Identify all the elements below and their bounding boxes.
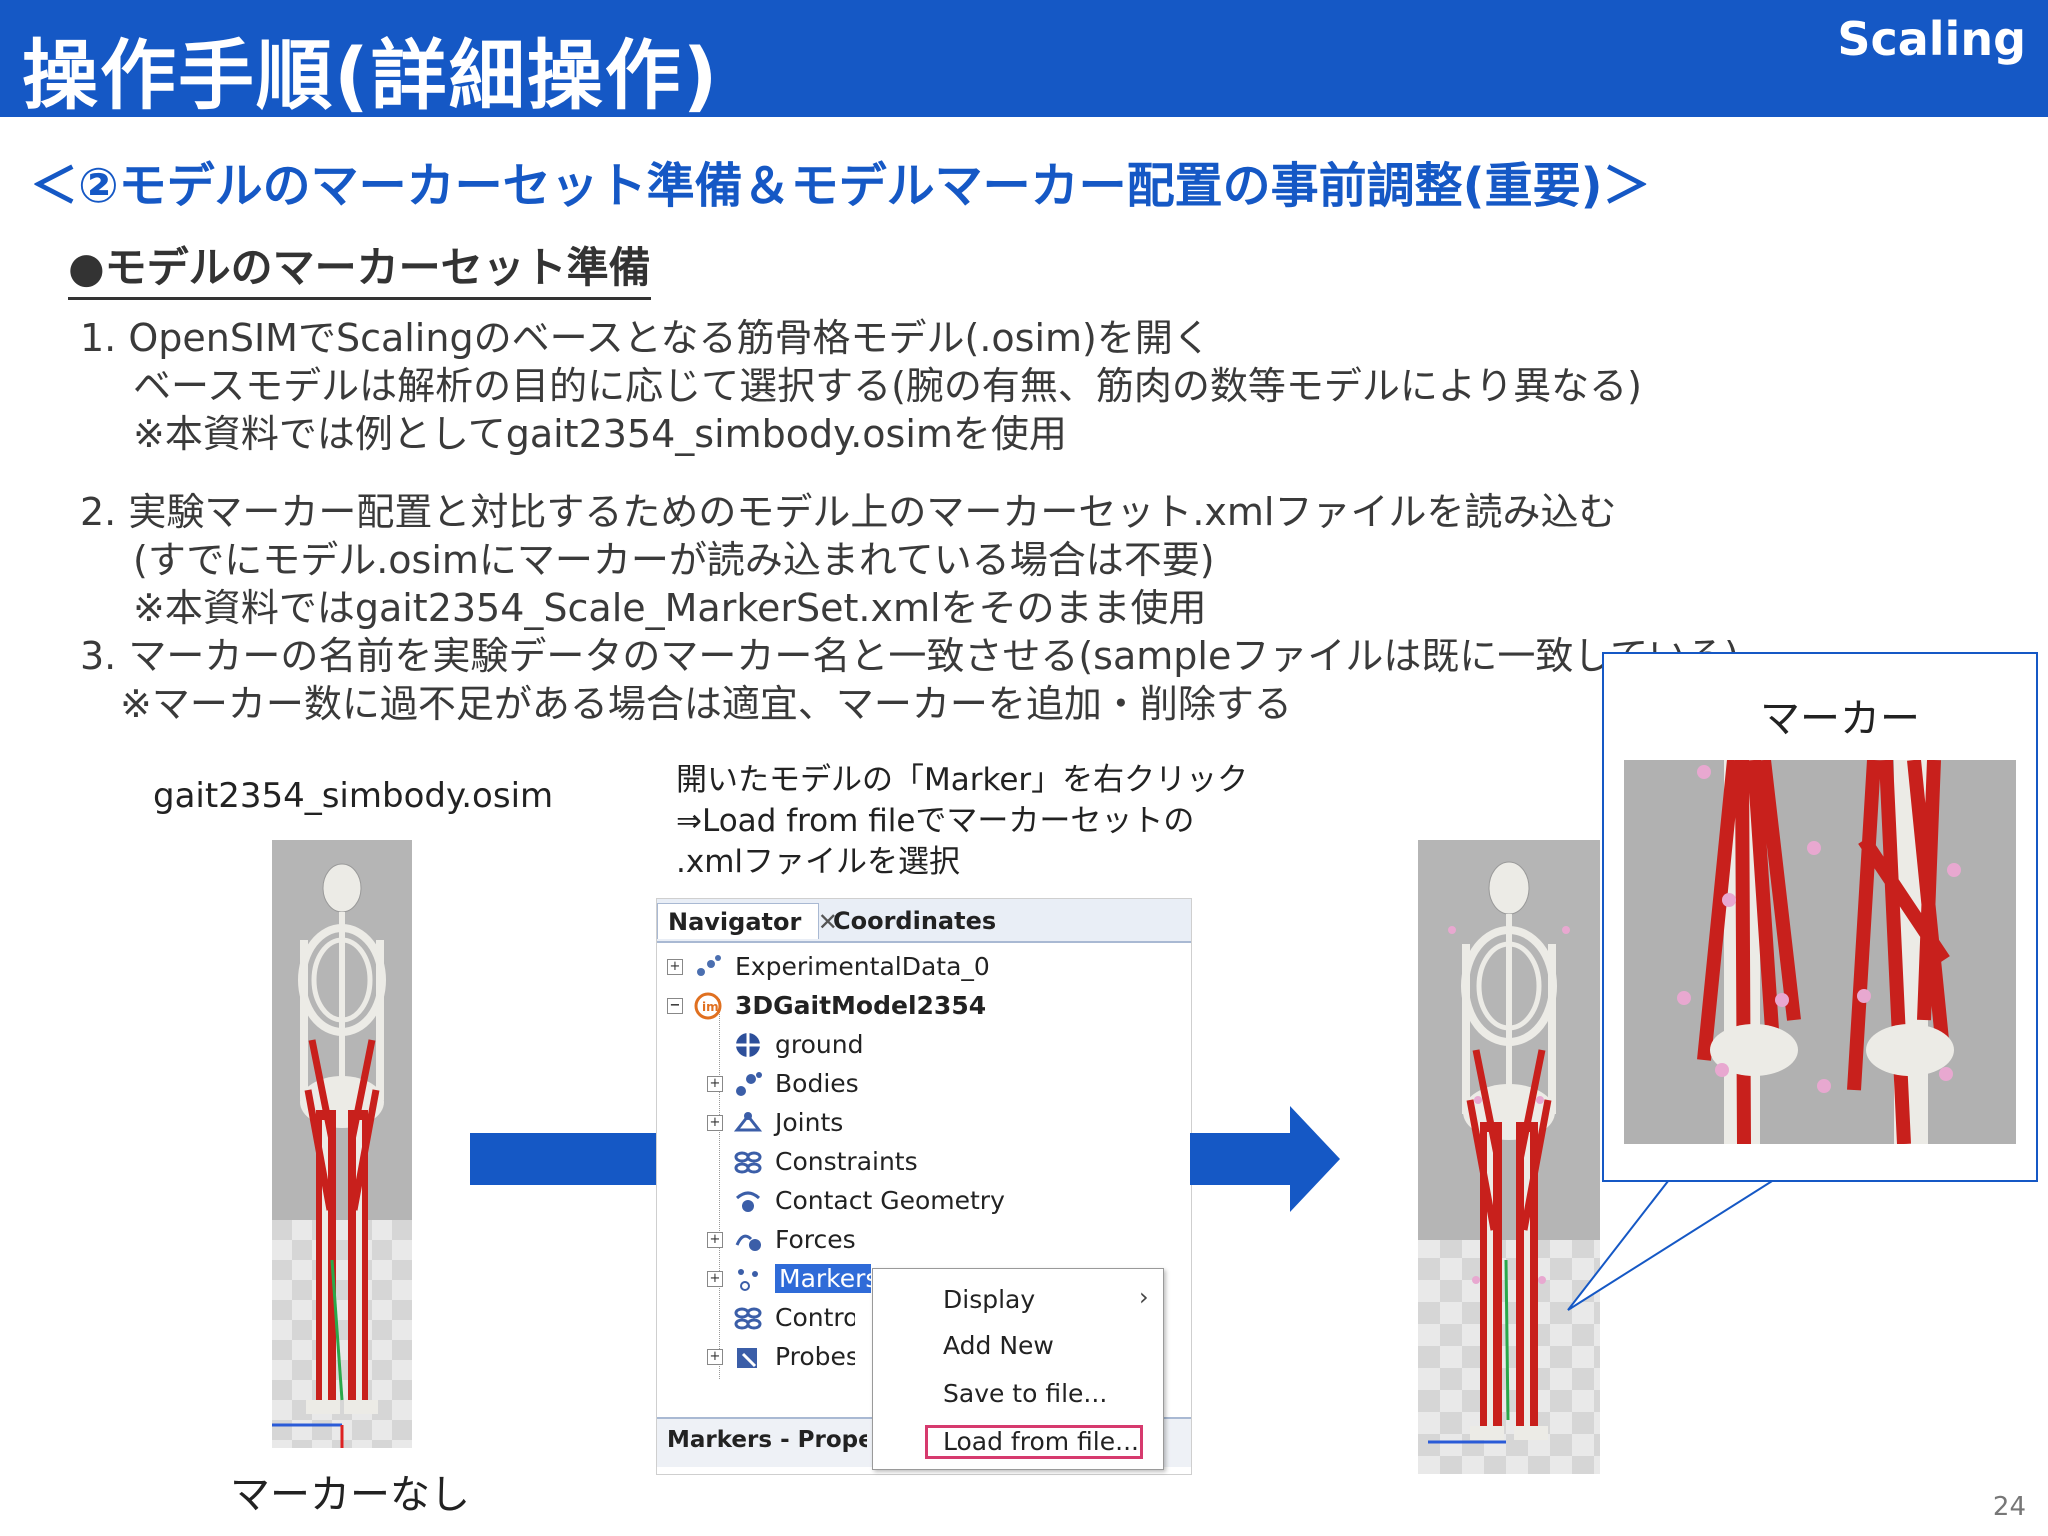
model-view-no-markers bbox=[272, 840, 412, 1448]
menu-item-load-from-file[interactable]: Load from file... bbox=[943, 1427, 1139, 1456]
tree-item-label: ExperimentalData_0 bbox=[735, 952, 990, 981]
callout-pointer bbox=[1567, 1170, 1784, 1311]
step-2-note: (すでにモデル.osimにマーカーが読み込まれている場合は不要) bbox=[133, 538, 1215, 582]
markers-icon bbox=[733, 1264, 763, 1294]
tree-item-constraints[interactable]: Constraints bbox=[707, 1142, 918, 1181]
tab-navigator[interactable]: Navigator ✕ bbox=[657, 903, 838, 939]
expand-icon[interactable]: + bbox=[707, 1075, 723, 1092]
expand-icon[interactable]: + bbox=[707, 1270, 723, 1287]
topic-tag: Scaling bbox=[1837, 12, 2026, 66]
skeleton-model-image bbox=[272, 840, 412, 1448]
tab-coordinates[interactable]: Coordinates bbox=[833, 907, 997, 935]
tree-item-probes[interactable]: + Probes bbox=[707, 1337, 855, 1376]
tree-item-label: Bodies bbox=[775, 1069, 859, 1098]
tree-item-controllers[interactable]: Controllers bbox=[707, 1298, 855, 1337]
menu-item-save-to-file[interactable]: Save to file... bbox=[943, 1379, 1108, 1408]
tree-item-label: Constraints bbox=[775, 1147, 918, 1176]
step-1-example: ※本資料では例としてgait2354_simbody.osimを使用 bbox=[133, 412, 1067, 456]
opensim-model-icon: im bbox=[693, 991, 723, 1021]
page-title: 操作手順(詳細操作) bbox=[22, 31, 720, 120]
tree-item-label: Forces bbox=[775, 1225, 856, 1254]
model-view-with-markers bbox=[1418, 840, 1600, 1474]
forces-icon bbox=[733, 1225, 763, 1255]
tree-guide-line bbox=[719, 999, 720, 1379]
tree-item-label: ground bbox=[775, 1030, 864, 1059]
bodies-icon bbox=[733, 1069, 763, 1099]
step-3: 3. マーカーの名前を実験データのマーカー名と一致させる(sampleファイルは… bbox=[80, 634, 1740, 678]
tree-item-label: Contact Geometry bbox=[775, 1186, 1005, 1215]
ground-icon bbox=[733, 1030, 763, 1060]
tree-item-label: Probes bbox=[775, 1342, 855, 1371]
tree-item-bodies[interactable]: + Bodies bbox=[707, 1064, 859, 1103]
close-icon[interactable]: ✕ bbox=[817, 908, 838, 936]
tree-item-label: Controllers bbox=[775, 1303, 855, 1332]
joints-icon bbox=[733, 1108, 763, 1138]
tree-item-model[interactable]: − im 3DGaitModel2354 bbox=[667, 986, 986, 1025]
header-bar: 操作手順(詳細操作) Scaling bbox=[0, 0, 2048, 120]
skeleton-model-markers-image bbox=[1418, 840, 1600, 1474]
tab-navigator-label: Navigator bbox=[668, 908, 802, 936]
expand-icon[interactable]: + bbox=[707, 1114, 723, 1131]
navigator-tab-bar: Navigator ✕ Coordinates bbox=[657, 899, 1191, 943]
tree-item-label: 3DGaitModel2354 bbox=[735, 991, 987, 1020]
constraints-icon bbox=[733, 1147, 763, 1177]
expand-icon[interactable]: + bbox=[707, 1231, 723, 1248]
controllers-icon bbox=[733, 1303, 763, 1333]
step-2: 2. 実験マーカー配置と対比するためのモデル上のマーカーセット.xmlファイルを… bbox=[80, 490, 1617, 534]
instruction-line-1: 開いたモデルの「Marker」を右クリック bbox=[676, 762, 1249, 798]
chevron-right-icon: › bbox=[1139, 1283, 1149, 1311]
step-1-note: ベースモデルは解析の目的に応じて選択する(腕の有無、筋肉の数等モデルにより異なる… bbox=[133, 364, 1642, 408]
tree-item-joints[interactable]: + Joints bbox=[707, 1103, 843, 1142]
section-subtitle: ＜②モデルのマーカーセット準備＆モデルマーカー配置の事前調整(重要)＞ bbox=[30, 158, 1651, 214]
step-1: 1. OpenSIMでScalingのベースとなる筋骨格モデル(.osim)を開… bbox=[80, 316, 1211, 360]
flow-arrow-right bbox=[1190, 1106, 1340, 1212]
contact-geometry-icon bbox=[733, 1186, 763, 1216]
context-menu: Display › Add New Save to file... Load f… bbox=[872, 1268, 1164, 1470]
tree-item-experimental-data[interactable]: + ExperimentalData_0 bbox=[667, 947, 990, 986]
probes-icon bbox=[733, 1342, 763, 1372]
zoom-callout: マーカー bbox=[1602, 652, 2038, 1182]
flow-arrow-left bbox=[470, 1133, 660, 1185]
page-number: 24 bbox=[1992, 1492, 2026, 1522]
instruction-line-2: ⇒Load from fileでマーカーセットの bbox=[676, 803, 1195, 839]
step-2-example: ※本資料ではgait2354_Scale_MarkerSet.xmlをそのまま使… bbox=[133, 586, 1207, 630]
model-file-caption: gait2354_simbody.osim bbox=[153, 776, 554, 816]
instruction-line-3: .xmlファイルを選択 bbox=[676, 844, 961, 880]
highlight-box bbox=[925, 1425, 1143, 1459]
menu-item-add-new[interactable]: Add New bbox=[943, 1331, 1054, 1360]
expand-icon[interactable]: + bbox=[707, 1348, 723, 1365]
step-3-note: ※マーカー数に過不足がある場合は適宜、マーカーを追加・削除する bbox=[120, 682, 1292, 726]
tree-item-markers[interactable]: + Markers bbox=[707, 1259, 871, 1298]
tree-item-contact-geometry[interactable]: Contact Geometry bbox=[707, 1181, 1005, 1220]
marker-closeup bbox=[1624, 760, 2016, 1144]
menu-item-display[interactable]: Display bbox=[943, 1285, 1036, 1314]
tree-item-label-selected: Markers bbox=[775, 1264, 871, 1293]
no-marker-caption: マーカーなし bbox=[230, 1472, 470, 1518]
tree-item-forces[interactable]: + Forces bbox=[707, 1220, 856, 1259]
tree-item-label: Joints bbox=[775, 1108, 844, 1137]
experimental-data-icon bbox=[693, 952, 723, 982]
tree-item-ground[interactable]: ground bbox=[707, 1025, 863, 1064]
callout-label: マーカー bbox=[1760, 696, 1920, 742]
properties-title: Markers - Properties bbox=[667, 1427, 867, 1453]
collapse-icon[interactable]: − bbox=[667, 997, 683, 1014]
expand-icon[interactable]: + bbox=[667, 958, 683, 975]
knee-markers-closeup-image bbox=[1624, 760, 2016, 1144]
section-heading: ●モデルのマーカーセット準備 bbox=[68, 234, 651, 300]
svg-text:im: im bbox=[702, 1000, 719, 1014]
